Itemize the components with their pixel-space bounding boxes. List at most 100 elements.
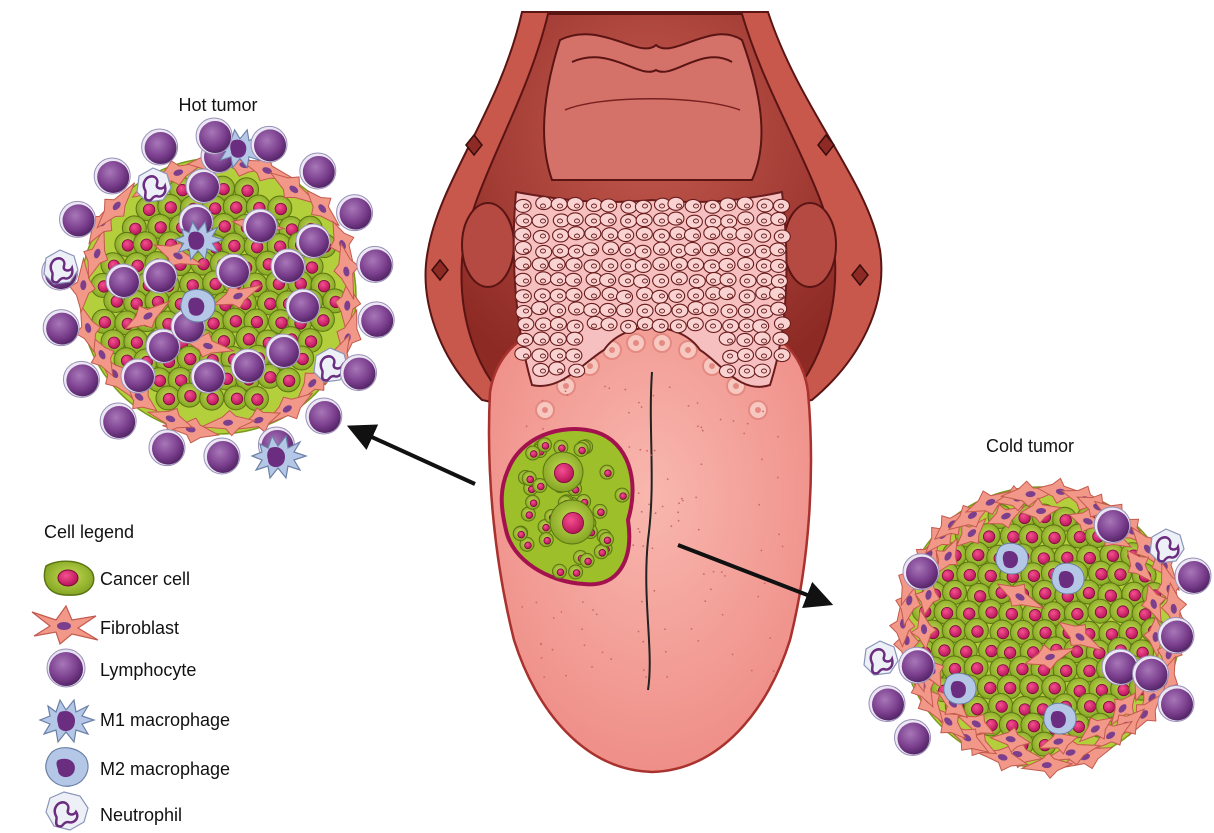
cancer-nucleus <box>997 665 1009 677</box>
lymphoid-cell <box>686 215 702 228</box>
lymphoid-cell <box>668 197 684 210</box>
texture-dot <box>628 446 630 448</box>
texture-dot <box>565 390 567 392</box>
lymphocyte-nucleus <box>274 252 304 282</box>
lymphoid-cell <box>668 212 684 225</box>
cancer-nucleus <box>122 240 134 252</box>
m2-macrophage <box>996 543 1028 574</box>
cancer-nucleus <box>1029 609 1041 621</box>
texture-dot <box>743 433 745 435</box>
lymphoid-cell <box>685 242 701 255</box>
papilla-center <box>587 363 593 369</box>
lymphocyte-nucleus <box>361 305 393 337</box>
cancer-nucleus <box>318 280 330 292</box>
lymphoid-cell <box>569 364 585 377</box>
cancer-nucleus <box>141 239 153 251</box>
cancer-nucleus <box>963 608 975 620</box>
texture-dot <box>721 571 723 573</box>
cancer-nucleus <box>983 531 995 543</box>
lymphocyte-nucleus <box>66 364 98 396</box>
cancer-nucleus <box>1060 665 1072 677</box>
cancer-nucleus <box>971 663 983 675</box>
lymphocyte-nucleus <box>219 257 249 287</box>
texture-dot <box>652 395 654 397</box>
texture-dot <box>646 450 648 452</box>
texture-dot <box>641 406 643 408</box>
cancer-nucleus <box>155 222 167 234</box>
lymphoid-cell <box>670 320 686 333</box>
texture-dot <box>581 628 583 630</box>
hot-tumor-title: Hot tumor <box>178 95 257 115</box>
lymphocyte-nucleus <box>898 723 930 755</box>
cancer-nucleus <box>525 542 532 549</box>
cancer-nucleus <box>1074 531 1086 543</box>
macrophage-nucleus <box>267 447 285 467</box>
cancer-nucleus <box>986 607 998 619</box>
papilla-center <box>542 407 548 413</box>
cancer-nucleus <box>950 588 962 600</box>
neutrophil <box>864 641 898 675</box>
lymphocyte-nucleus <box>207 441 239 473</box>
cancer-nucleus <box>605 470 612 477</box>
texture-dot <box>758 504 760 506</box>
lymphocyte-nucleus <box>199 121 231 153</box>
texture-dot <box>561 611 563 613</box>
lymphoid-cell <box>754 364 770 377</box>
legend-label-neutrophil: Neutrophil <box>100 805 182 825</box>
cancer-nucleus <box>231 393 243 405</box>
texture-dot <box>592 609 594 611</box>
cancer-nucleus <box>1018 628 1030 640</box>
texture-dot <box>722 614 724 616</box>
lymphoid-cell <box>739 365 755 378</box>
lymphoid-cell <box>739 290 755 303</box>
cancer-nucleus <box>243 334 255 346</box>
cancer-nucleus <box>537 483 544 490</box>
lymphoid-cell <box>586 198 602 211</box>
cancer-nucleus <box>518 531 525 538</box>
lymphocyte-nucleus <box>103 406 135 438</box>
lymphocyte-nucleus <box>1136 659 1168 691</box>
cancer-nucleus <box>231 202 243 214</box>
lymphocyte-nucleus <box>902 650 934 682</box>
texture-dot <box>710 588 712 590</box>
cancer-nucleus <box>265 298 277 310</box>
texture-dot <box>624 389 626 391</box>
cancer-nucleus <box>306 262 318 274</box>
lymphocyte-nucleus <box>1105 652 1137 684</box>
lymphoid-cell <box>619 274 635 287</box>
texture-dot <box>602 651 604 653</box>
macrophage-nucleus <box>951 681 966 698</box>
texture-dot <box>632 544 634 546</box>
cancer-nucleus <box>275 203 287 215</box>
lymphoid-cell <box>584 260 600 273</box>
cancer-nucleus <box>252 394 264 406</box>
texture-dot <box>641 601 643 603</box>
neutrophil <box>1150 529 1184 563</box>
cancer-nucleus <box>985 682 997 694</box>
lymphoid-cell <box>553 245 569 258</box>
lymphoid-cell <box>740 274 756 287</box>
cancer-nucleus <box>1008 531 1020 543</box>
cancer-nucleus <box>964 569 976 581</box>
texture-dot <box>662 506 664 508</box>
lymphoid-cell <box>653 274 669 287</box>
texture-dot <box>652 547 654 549</box>
cancer-nucleus <box>1040 588 1052 600</box>
lymphoid-cell <box>771 302 787 315</box>
lymphoid-cell <box>637 304 653 317</box>
lymphocyte-nucleus <box>145 132 177 164</box>
cancer-nucleus <box>251 316 263 328</box>
lymphoid-cell <box>702 303 718 316</box>
texture-dot <box>567 394 569 396</box>
texture-dot <box>521 606 523 608</box>
texture-dot <box>751 670 753 672</box>
lymphoid-cell <box>706 320 722 333</box>
legend-label-lymphocyte: Lymphocyte <box>100 660 196 680</box>
cold-tumor-illustration <box>864 475 1211 779</box>
texture-dot <box>677 511 679 513</box>
cancer-nucleus <box>950 626 962 638</box>
cancer-nucleus <box>208 318 220 330</box>
texture-dot <box>761 550 763 552</box>
lymphoid-cell <box>738 349 754 362</box>
